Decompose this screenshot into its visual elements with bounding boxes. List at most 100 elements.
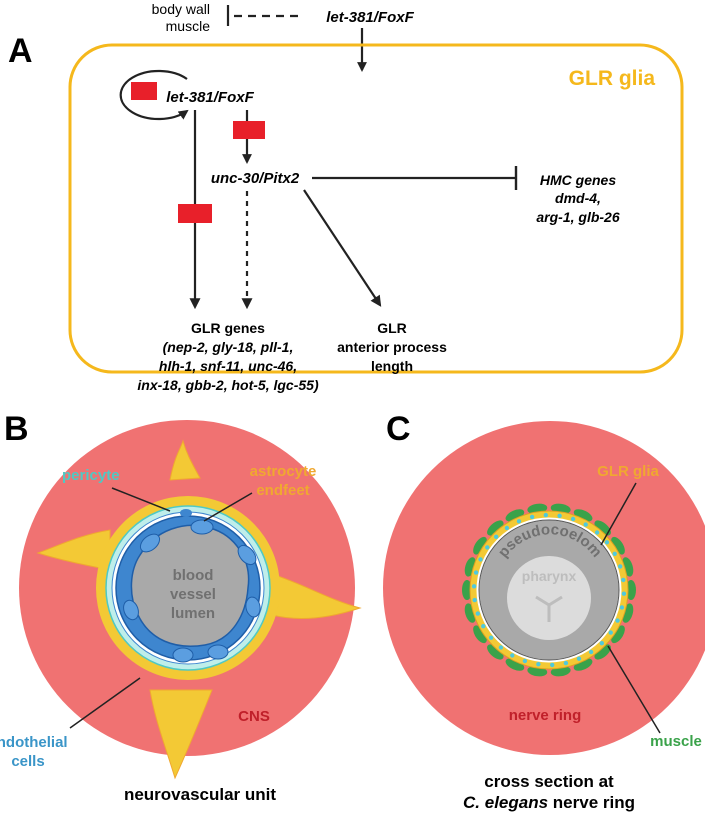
glia-dot — [536, 662, 541, 667]
panel-b: B blood vessel — [0, 410, 362, 804]
muscle-arm — [487, 520, 504, 536]
muscle-arm — [487, 644, 504, 660]
glia-dot — [504, 525, 510, 531]
glia-dot — [608, 630, 613, 635]
glia-dot — [529, 514, 535, 520]
glia-dot — [615, 618, 620, 623]
glia-dot — [473, 570, 479, 575]
muscle-arm — [473, 625, 487, 644]
glia-dot — [619, 605, 625, 610]
species-name: C. elegans — [463, 793, 548, 812]
endothelial-nuclei — [123, 519, 261, 663]
glr-glia-box — [68, 43, 684, 374]
glia-dot — [471, 584, 477, 589]
glia-dot — [604, 540, 610, 545]
panel-c: C pharynx pseudocoelom GLR glia muscle n… — [383, 410, 705, 812]
body-wall-label-2: muscle — [166, 18, 211, 34]
pharynx-area — [507, 556, 591, 640]
astrocyte-leader — [203, 492, 253, 522]
caption-suffix: nerve ring — [548, 793, 635, 812]
pharynx-lumen-icon — [535, 595, 563, 622]
pericyte-nucleus — [180, 509, 192, 517]
glia-dot — [599, 641, 604, 646]
hmc-genes-label: HMC genes — [540, 172, 616, 188]
glr-genes-title: GLR genes — [191, 320, 265, 336]
lumen-label-2: vessel — [170, 586, 216, 603]
muscle-label: muscle — [650, 733, 702, 750]
panel-c-letter: C — [386, 410, 411, 448]
glr-glia-label: GLR glia — [597, 463, 659, 480]
glr-glia-leader — [600, 482, 637, 546]
endothelial-label-2: cells — [11, 753, 44, 770]
endothelial-leader — [69, 677, 141, 729]
glr-genes-line-3: inx-18, gbb-2, hot-5, lgc-55) — [137, 377, 319, 393]
glia-dot — [488, 635, 494, 640]
glr-process-line-2: anterior process — [337, 339, 447, 355]
astrocyte-label-1: astrocyte — [250, 463, 317, 480]
lumen-label-3: lumen — [171, 605, 215, 622]
glia-dot — [481, 624, 486, 629]
glia-dot — [475, 611, 480, 616]
glr-process-line-3: length — [371, 358, 413, 374]
red-block-unc30 — [233, 121, 265, 139]
panel-b-caption: neurovascular unit — [124, 785, 276, 804]
muscle-arm — [473, 536, 487, 555]
muscle-arm — [462, 580, 472, 600]
muscle-arm — [611, 625, 625, 644]
glia-dot — [494, 534, 499, 539]
glia-dot — [485, 545, 490, 550]
pharynx-label: pharynx — [522, 568, 577, 584]
pseudocoelom-border — [478, 519, 620, 661]
panel-c-caption-2: C. elegans nerve ring — [463, 793, 635, 812]
glia-dot — [594, 530, 600, 535]
glr-genes-line-2: hlh-1, snf-11, unc-46, — [159, 358, 297, 374]
arrow-unc30-to-process-length — [303, 189, 382, 307]
muscle-arm — [594, 520, 611, 536]
glr-glia-title: GLR glia — [569, 67, 656, 90]
glia-dot — [621, 591, 627, 596]
glia-dot — [478, 557, 483, 562]
glia-dot — [510, 653, 515, 658]
glr-genes-line-1: (nep-2, gly-18, pll-1, — [163, 339, 294, 355]
panel-a: A body wall muscle let-381/FoxF GLR glia… — [8, 1, 684, 393]
node-let381: let-381/FoxF — [166, 89, 254, 106]
pericyte-label: pericyte — [62, 467, 120, 484]
glia-dot — [621, 577, 626, 583]
glr-glia-dots — [471, 512, 627, 668]
pericyte-leader — [111, 487, 171, 512]
red-block-glr-genes — [178, 204, 212, 223]
muscle-arm — [611, 536, 625, 555]
cns-label: CNS — [238, 708, 270, 725]
glia-dot — [563, 660, 569, 666]
endothelial-label-1: endothelial — [0, 734, 68, 751]
glia-dot — [543, 512, 548, 518]
hmc-gene-arg1-glb26: arg-1, glb-26 — [536, 209, 619, 225]
autoregulation-loop — [119, 69, 189, 121]
body-wall-label-1: body wall — [152, 1, 210, 17]
glia-dot — [516, 519, 522, 524]
glia-dot — [570, 516, 576, 522]
glia-dot — [612, 551, 617, 556]
node-unc30: unc-30/Pitx2 — [211, 170, 300, 187]
glia-dot — [588, 649, 594, 655]
glia-dot — [557, 513, 562, 518]
astrocyte-label-2: endfeet — [256, 482, 309, 499]
muscle-leader — [607, 645, 661, 734]
glia-dot — [522, 658, 528, 664]
red-block-loop — [131, 82, 157, 100]
glia-dot — [583, 522, 588, 527]
panel-b-letter: B — [4, 410, 29, 448]
top-gene-let381: let-381/FoxF — [326, 9, 414, 26]
glia-dot — [618, 564, 623, 569]
muscle-arm — [594, 644, 611, 660]
glia-dot — [498, 645, 504, 650]
panel-c-caption-1: cross section at — [484, 772, 614, 791]
panel-a-letter: A — [8, 32, 33, 70]
glia-dot — [472, 597, 477, 603]
lumen-label-1: blood — [173, 567, 214, 584]
glia-dot — [550, 662, 555, 668]
nerve-ring-label: nerve ring — [509, 707, 582, 724]
muscle-arm — [626, 580, 636, 600]
glia-dot — [576, 656, 582, 661]
